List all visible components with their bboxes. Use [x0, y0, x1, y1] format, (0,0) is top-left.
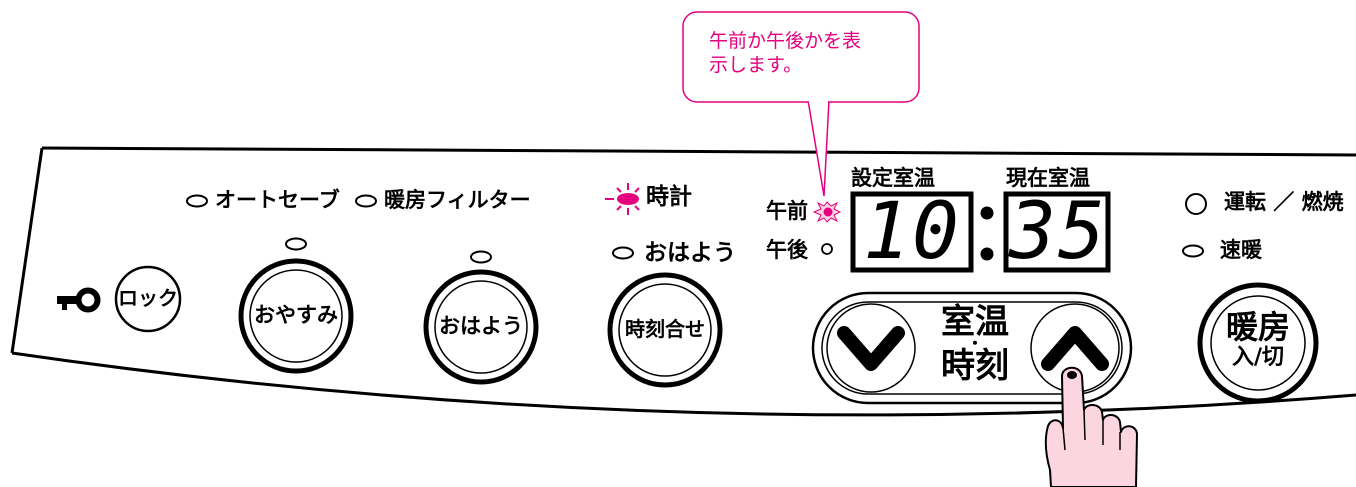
- ohayou-button-label: おはよう: [439, 314, 523, 338]
- ohayou-indicator-label: おはよう: [644, 240, 736, 266]
- ohayou-led: [470, 250, 492, 264]
- heater-filter-led: [355, 194, 377, 208]
- temp-time-label-line2: 時刻: [941, 346, 1009, 386]
- current-temp-display-frame: [1003, 191, 1111, 273]
- clock-label: 時計: [646, 184, 692, 210]
- set-temp-value: 10: [863, 187, 961, 277]
- heater-filter-label: 暖房フィルター: [384, 188, 531, 212]
- auto-save-led: [186, 194, 208, 208]
- temp-time-rocker-outer: [811, 291, 1133, 405]
- pm-label: 午後: [766, 238, 808, 262]
- ohayou-button[interactable]: おはよう: [426, 272, 536, 382]
- am-label: 午前: [766, 199, 808, 223]
- set-temp-label: 設定室温: [851, 166, 935, 190]
- auto-save-label: オートセーブ: [215, 188, 340, 212]
- set-temp-display-frame: [850, 191, 974, 273]
- clock-set-button-ring-outer: [607, 272, 723, 388]
- current-temp-value: 35: [1009, 187, 1107, 277]
- operation-label: 運転 ／ 燃焼: [1224, 190, 1344, 214]
- finger-icon: [1044, 366, 1138, 487]
- current-temp-label: 現在室温: [1006, 166, 1090, 190]
- quick-heat-led: [1182, 244, 1204, 258]
- heater-power-button[interactable]: 暖房 入/切: [1200, 285, 1316, 401]
- up-chevron-icon: [1041, 326, 1109, 371]
- temp-time-label-group: 室温 ・ 時刻: [925, 305, 1025, 383]
- down-chevron-icon: [837, 326, 905, 371]
- lock-button-ring: [114, 265, 182, 333]
- oyasumi-button-ring-outer: [238, 258, 354, 374]
- temp-up-button[interactable]: [1031, 304, 1119, 392]
- oyasumi-button[interactable]: おやすみ: [241, 261, 351, 371]
- lock-button-label: ロック: [118, 286, 178, 310]
- lock-button[interactable]: ロック: [116, 267, 180, 331]
- clock-set-button-label: 時刻合せ: [625, 317, 705, 341]
- heater-button-label-line1: 暖房: [1225, 308, 1290, 346]
- clock-set-button[interactable]: 時刻合せ: [610, 275, 720, 385]
- pm-led: [821, 243, 833, 255]
- temp-down-button[interactable]: [827, 304, 915, 392]
- clock-led-lit: [605, 183, 640, 215]
- quick-heat-label: 速暖: [1220, 238, 1262, 262]
- temp-time-label-line1: 室温: [941, 302, 1009, 342]
- oyasumi-button-label: おやすみ: [254, 303, 338, 327]
- heater-button-label-line2: 入/切: [1231, 345, 1285, 370]
- heater-button-ring-outer: [1197, 282, 1319, 404]
- ohayou-button-ring-outer: [423, 269, 539, 385]
- temp-time-label-dot: ・: [966, 334, 983, 353]
- operation-led: [1185, 193, 1207, 215]
- key-icon: [57, 287, 101, 313]
- ohayou-indicator-led: [612, 246, 634, 260]
- oyasumi-led: [285, 237, 307, 251]
- am-led-lit: [812, 201, 842, 223]
- callout-text: 午前か午後かを表 示します。: [709, 30, 862, 76]
